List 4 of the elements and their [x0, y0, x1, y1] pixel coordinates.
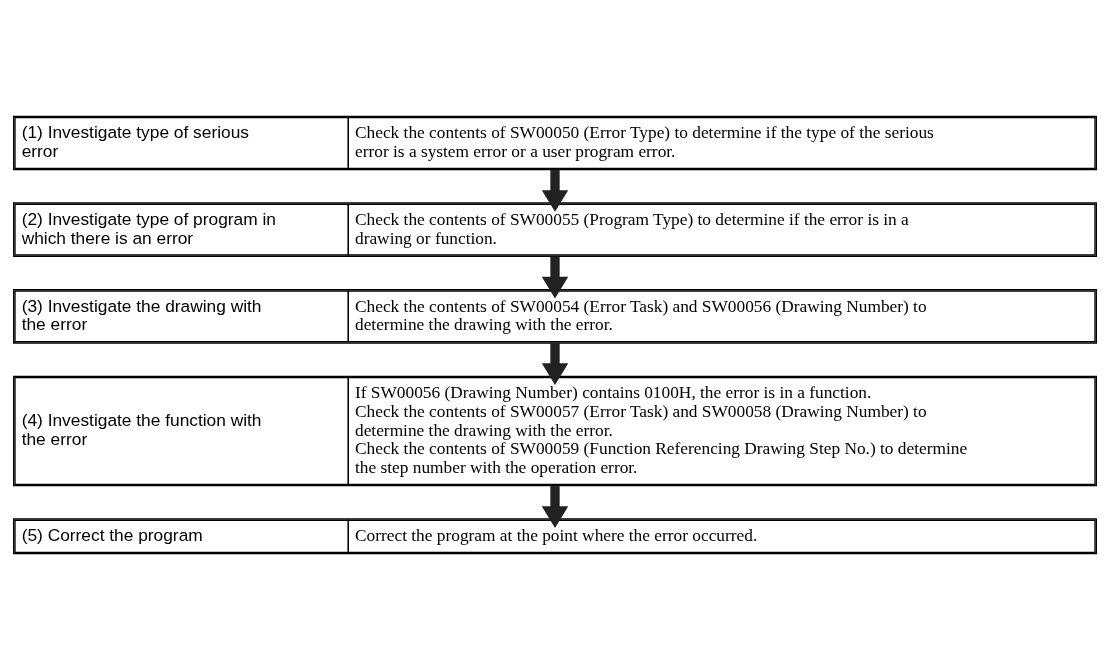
arrow [541, 170, 569, 212]
arrow [541, 343, 569, 385]
arrow [541, 256, 569, 299]
arrow [541, 486, 569, 528]
